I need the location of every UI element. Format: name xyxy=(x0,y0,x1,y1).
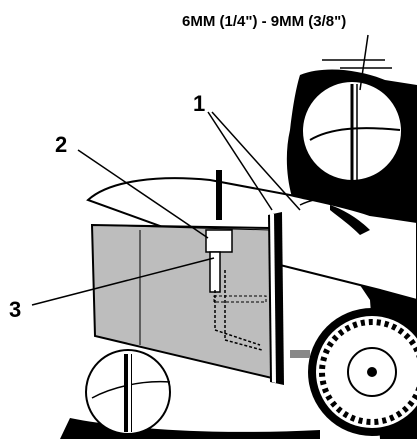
latch-assembly xyxy=(205,170,267,351)
panel-top-edge xyxy=(91,224,271,231)
callout-3: 3 xyxy=(9,297,22,322)
callout-3-leader xyxy=(31,257,215,306)
callout-2: 2 xyxy=(55,132,68,157)
measurement-label: 6MM (1/4") - 9MM (3/8") xyxy=(182,13,347,30)
hood-contour xyxy=(299,196,381,206)
front-panel-highlight xyxy=(270,214,276,383)
callout-1: 1 xyxy=(193,91,206,116)
bottom-detail-inset xyxy=(85,349,171,435)
top-detail-inset xyxy=(301,80,403,182)
steering-detail xyxy=(330,205,370,235)
wheel-hub-detail xyxy=(290,350,310,358)
gauge-pointer xyxy=(359,34,369,91)
callout-1-leader-b xyxy=(211,111,301,211)
callout-2-leader xyxy=(77,149,209,239)
callout-1-leader-a xyxy=(207,111,273,211)
front-wheel xyxy=(308,308,417,436)
